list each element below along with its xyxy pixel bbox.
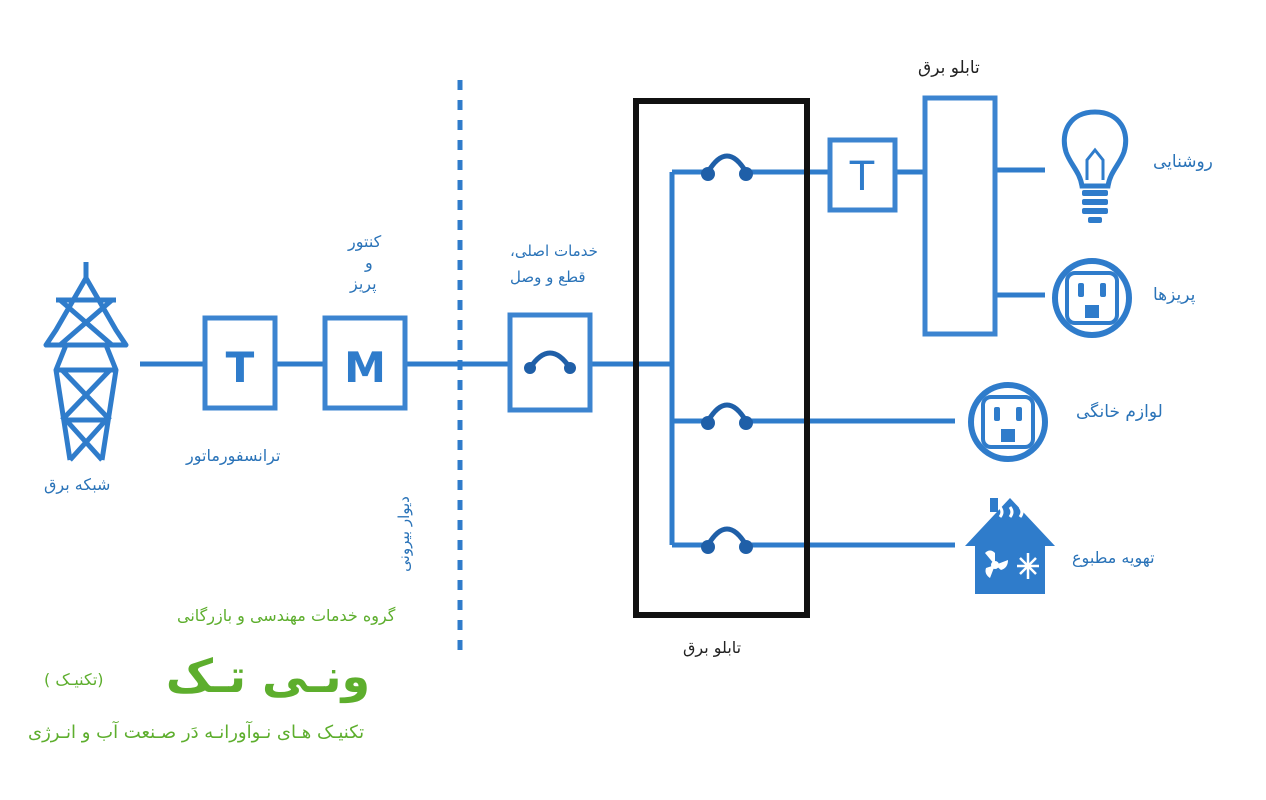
meter-letter: M [344, 343, 386, 392]
breaker-hvac [705, 526, 749, 547]
sub-panel-label: تابلو برق [918, 58, 980, 78]
transformer-box [202, 315, 278, 411]
hvac-label: تهویه مطبوع [1072, 548, 1155, 567]
brand-tagline: تکنیـک هـای نـوآورانـه دَر صـنعت آب و ان… [28, 722, 365, 743]
outer-wall-label: دیوار بیرونی [394, 496, 413, 572]
main-service-label-line1: خدمات اصلی، [510, 242, 598, 260]
brand-group: گروه خدمات مهندسی و بازرگانی [177, 606, 396, 625]
brand-name: ونـی تـک [166, 649, 370, 703]
breaker-appliances [705, 402, 749, 423]
brand-name-alt: (تکنیـک ) [44, 670, 104, 689]
sub-transformer-box [827, 137, 898, 213]
meter-label-line3: پریز [350, 274, 377, 293]
breaker-lighting [705, 153, 749, 174]
main-panel-box [633, 98, 810, 618]
main-service-box [507, 312, 593, 413]
appliances-label: لوازم خانگی [1076, 402, 1163, 422]
transformer-letter: T [226, 343, 255, 392]
transformer-label: ترانسفورماتور [186, 446, 281, 465]
power-tower-icon [43, 262, 129, 462]
appliance-outlet-icon [968, 382, 1048, 462]
main-feed-line [140, 167, 1045, 548]
outlet-icon [1052, 258, 1132, 338]
meter-label-line1: کنتور [348, 232, 382, 251]
house-hvac-icon [965, 498, 1055, 594]
main-panel-label: تابلو برق [683, 638, 742, 657]
meter-box [322, 315, 408, 411]
main-service-label-line2: قطع و وصل [510, 268, 586, 286]
lightbulb-icon [1061, 109, 1129, 223]
grid-label: شبکه برق [44, 475, 111, 494]
lighting-label: روشنایی [1153, 152, 1213, 172]
outlets-label: پریزها [1153, 285, 1196, 305]
sub-panel-box [922, 95, 998, 337]
meter-label-line2: و [365, 253, 373, 272]
sub-transformer-letter: T [849, 154, 875, 200]
